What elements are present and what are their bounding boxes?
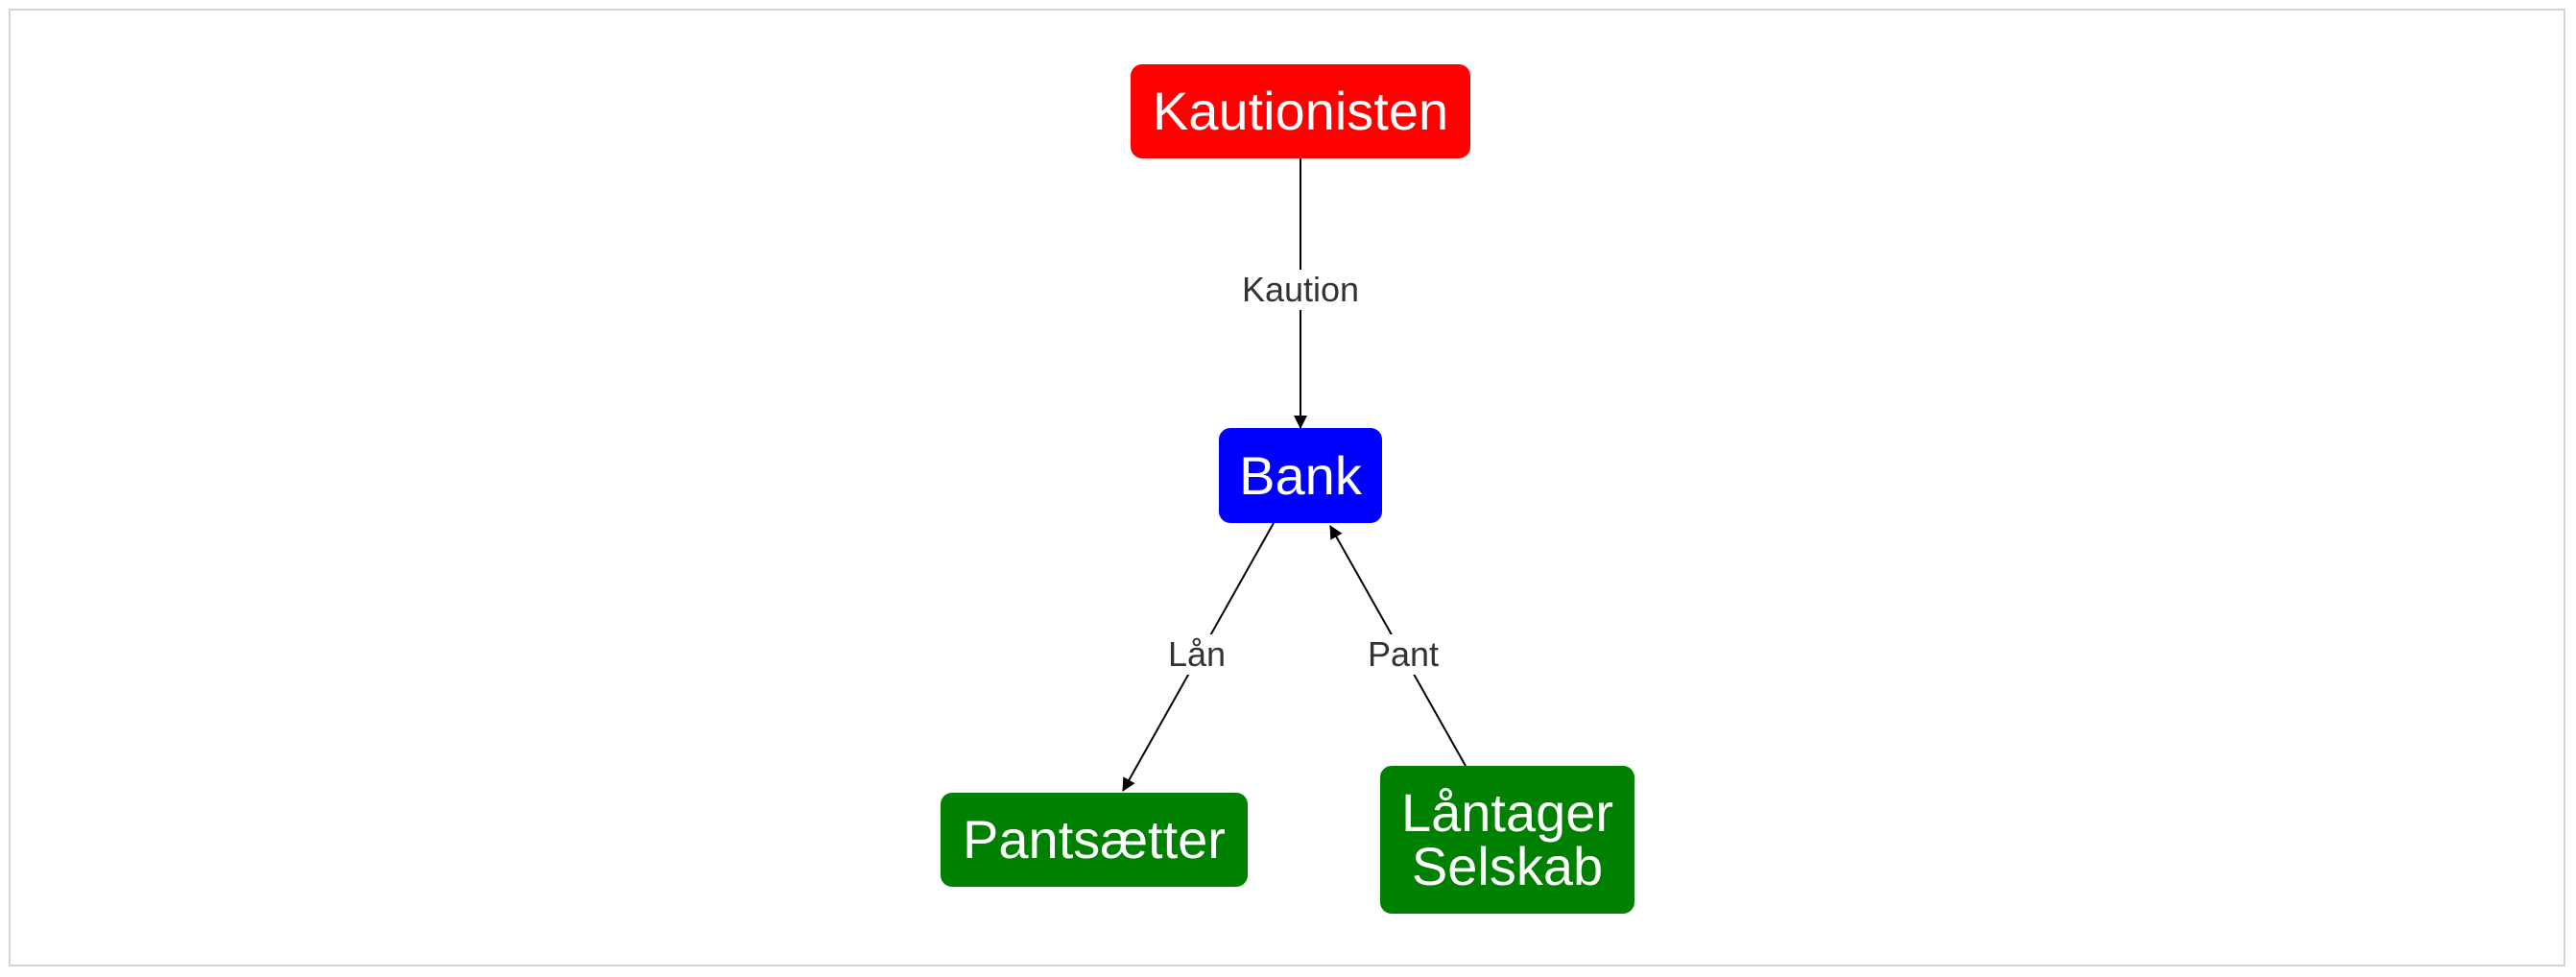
node-bank: Bank [1219, 428, 1382, 523]
edge-label-laan: Lån [1163, 634, 1230, 675]
node-laantager-selskab: Låntager Selskab [1380, 766, 1634, 914]
node-pantsaetter: Pantsætter [941, 793, 1248, 887]
edge-label-kaution: Kaution [1237, 270, 1364, 310]
edge-label-pant: Pant [1363, 634, 1443, 675]
node-kautionisten: Kautionisten [1131, 64, 1470, 158]
